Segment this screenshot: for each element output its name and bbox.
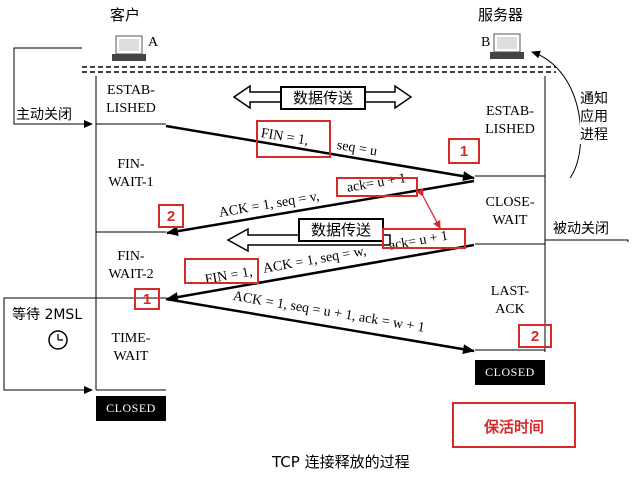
server-state-close-wait: CLOSE- WAIT [485,195,535,228]
marker-1-client-box [134,288,160,310]
marker-1-server: 1 [459,143,469,160]
server-computer-icon [490,33,524,59]
client-state-time-wait: TIME- WAIT [111,331,151,364]
client-state-fin-wait-2: FIN- WAIT-2 [108,249,154,282]
fin2-highlight-box [184,258,259,284]
passive-close-connector [545,239,629,242]
passive-close-label: 被动关闭 [553,221,609,237]
wait-2msl-label: 等待 2MSL [12,307,83,323]
server-state-last-ack: LAST- ACK [490,284,530,317]
server-label: 服务器 [478,6,524,24]
active-close-label: 主动关闭 [16,107,72,123]
client-computer-icon [112,35,146,61]
server-id: B [481,35,491,50]
clock-icon [48,330,68,350]
client-state-established: ESTAB- LISHED [106,83,156,116]
marker-1-client: 1 [142,291,152,308]
server-state-established: ESTAB- LISHED [485,104,535,137]
active-close-connector [13,47,93,128]
notify-app-label: 通知 应用 进程 [580,90,608,144]
fin1-highlight-box [256,120,331,158]
client-state-fin-wait-1: FIN- WAIT-1 [108,157,154,190]
marker-2-client: 2 [166,208,176,225]
ack1-highlight-box [336,177,418,197]
marker-2-server-box [518,324,552,348]
data-transfer-top: 数据传送 [280,86,366,110]
fin1-arrow [165,124,475,182]
keepalive-label: 保活时间 [483,418,544,436]
client-state-closed: CLOSED [96,396,166,421]
wait-2msl-box [3,297,96,394]
ack-link-red-arrow [416,187,441,229]
ack2-arrow [165,297,475,355]
fin2-arrow [166,243,475,303]
client-label: 客户 [110,6,141,24]
notify-app-arrow [531,50,582,179]
fin2-ack-highlight-box [382,228,466,249]
keepalive-box [452,402,576,448]
marker-2-server: 2 [530,328,540,345]
data-transfer-middle: 数据传送 [298,218,384,242]
marker-2-client-box [158,204,184,228]
diagram-caption: TCP 连接释放的过程 [272,453,410,471]
marker-1-server-box [448,138,480,164]
client-id: A [148,35,159,50]
server-state-closed: CLOSED [475,360,545,385]
